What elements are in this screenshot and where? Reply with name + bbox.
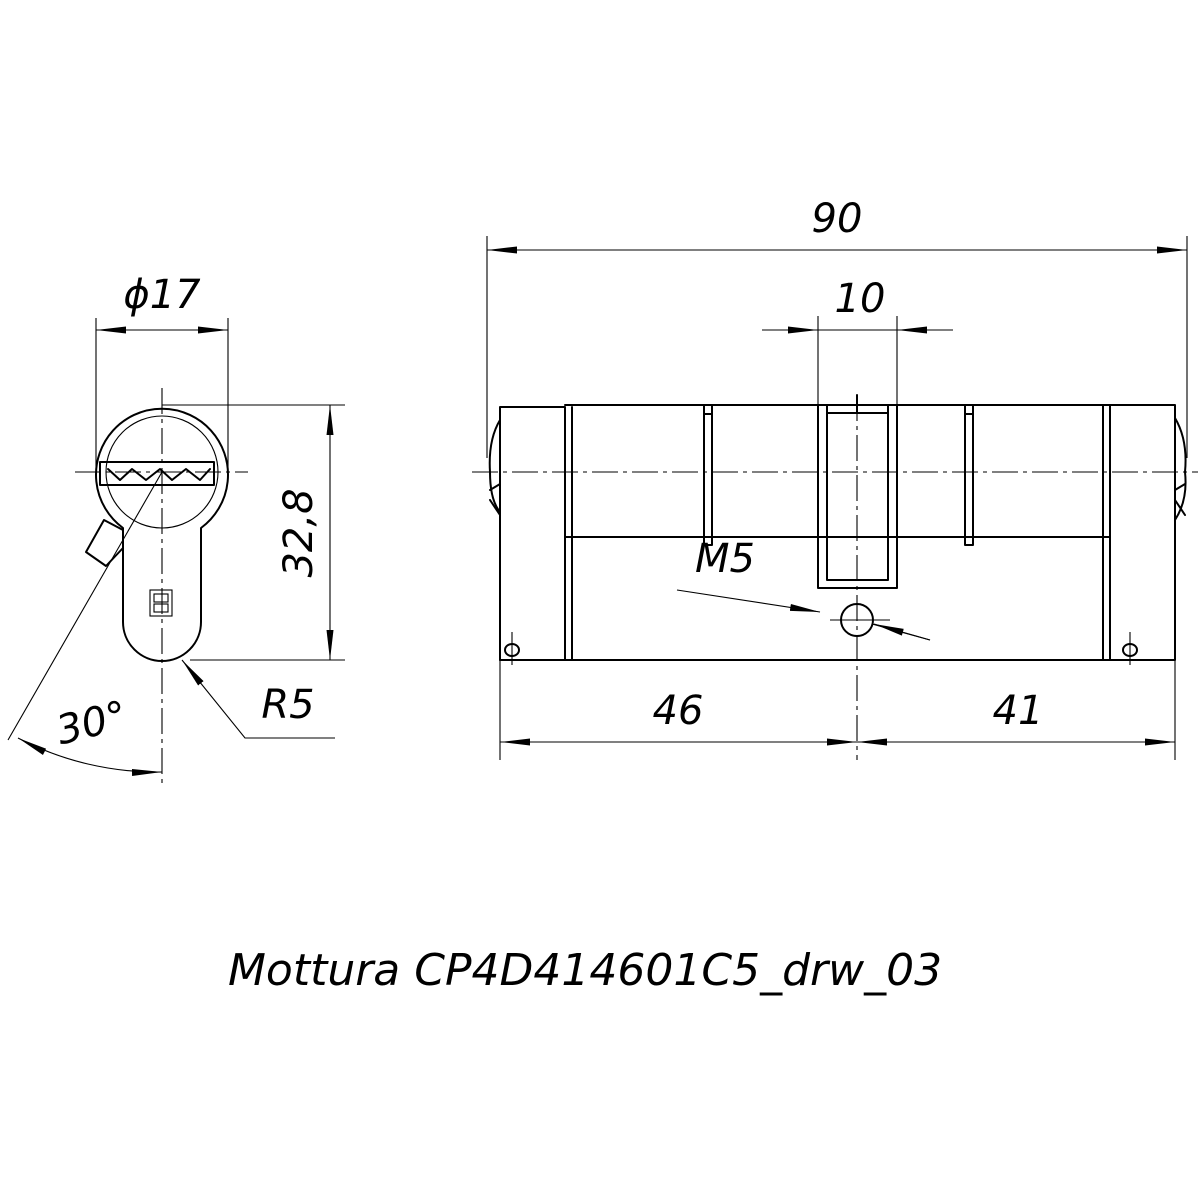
angle-arc <box>17 737 163 777</box>
m5-label: M5 <box>695 536 755 582</box>
diameter-label: ϕ17 <box>123 272 201 318</box>
overall-length-label: 90 <box>812 196 863 242</box>
cam-lever <box>85 519 124 567</box>
angle-label: 30° <box>52 692 132 754</box>
logo-mark-inner <box>153 593 169 603</box>
groove-1-tab <box>703 536 713 546</box>
left-end-cap <box>488 406 566 661</box>
logo-mark <box>149 589 173 617</box>
side-view: M5 90 10 46 41 <box>472 196 1198 760</box>
groove-2-top-tab <box>964 404 974 415</box>
radius-label: R5 <box>261 682 314 728</box>
right-end-cap <box>1109 404 1176 661</box>
end-view-profile <box>95 407 229 662</box>
end-view: ϕ17 32,8 R5 30° <box>7 272 345 785</box>
right-cap-notch <box>1174 483 1186 516</box>
m5-leader <box>676 589 821 613</box>
m5-arrow-right <box>873 623 931 641</box>
cam-width-label: 10 <box>835 276 886 322</box>
cam-tongue <box>826 536 889 581</box>
height-label: 32,8 <box>276 488 322 577</box>
right-cap-curve <box>1174 417 1187 521</box>
drawing-title: Mottura CP4D414601C5_drw_03 <box>228 945 942 996</box>
groove-1-top-tab <box>703 404 713 415</box>
end-view-plug-circle <box>105 415 219 529</box>
logo-mark-inner-2 <box>153 603 169 613</box>
radius-leader <box>181 659 335 739</box>
right-part-label: 41 <box>993 688 1044 734</box>
cam-slot <box>817 404 898 589</box>
angle-reference-line <box>7 471 163 741</box>
left-cap-notch <box>489 483 501 516</box>
left-part-label: 46 <box>653 688 704 734</box>
groove-2-tab <box>964 536 974 546</box>
keyway <box>99 461 215 486</box>
